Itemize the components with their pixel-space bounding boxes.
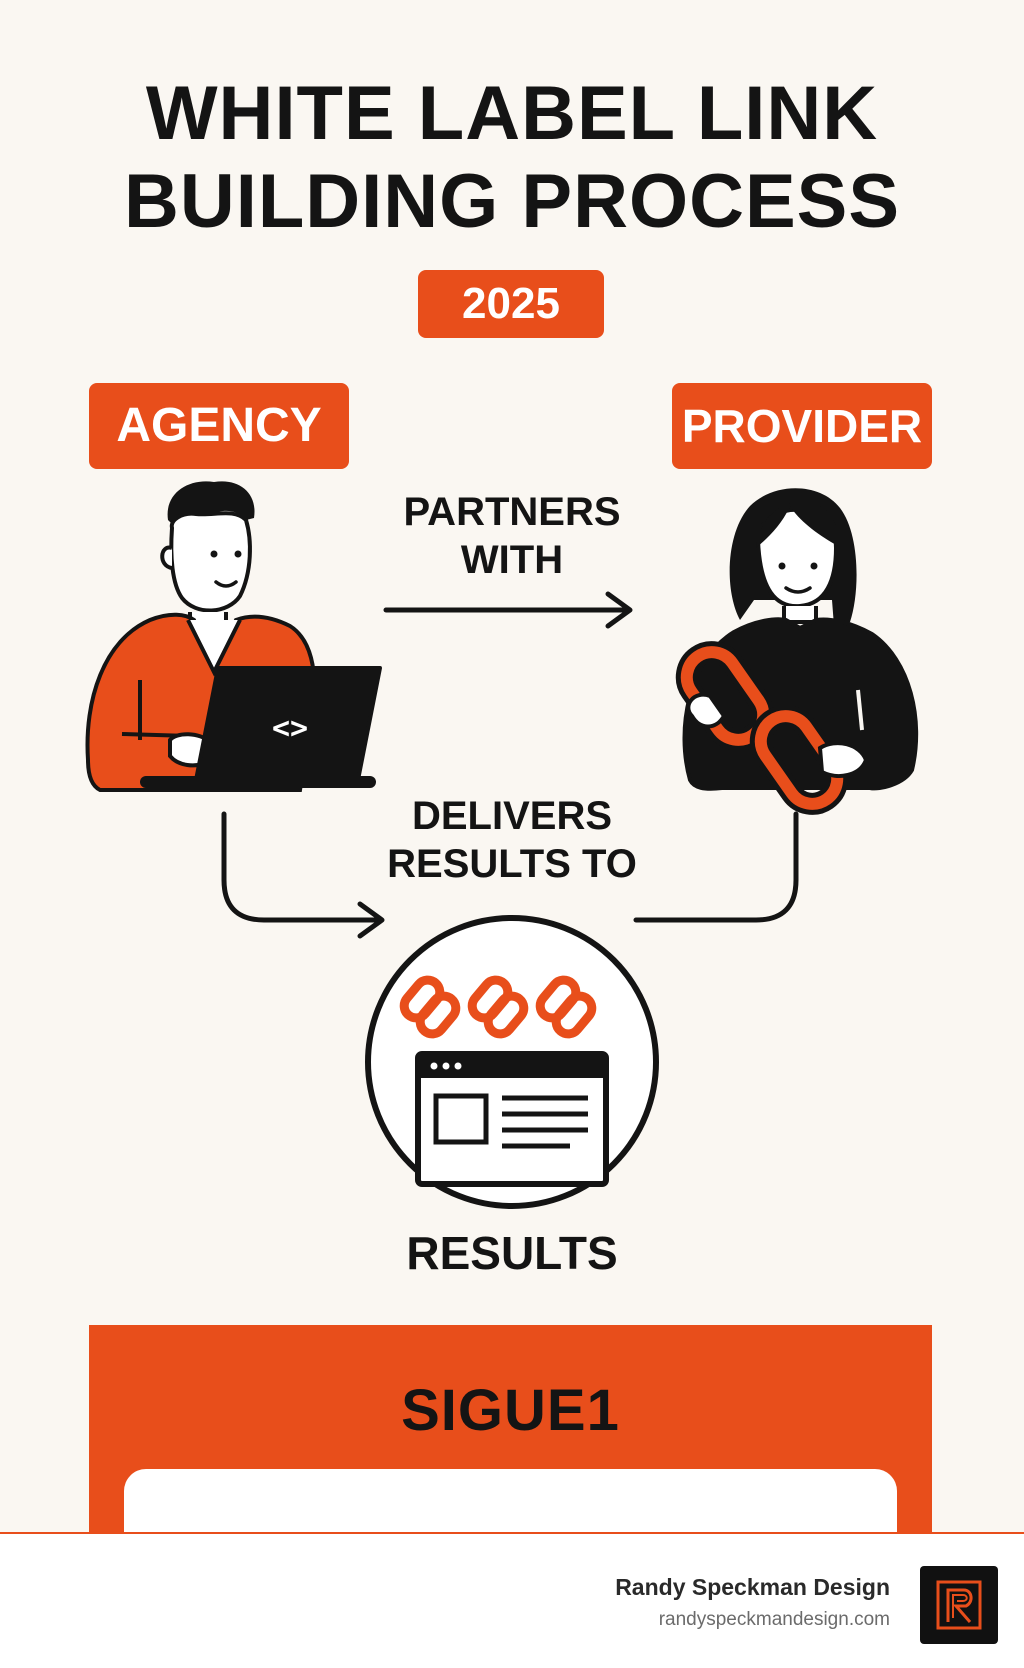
brand-name: Randy Speckman Design xyxy=(615,1574,890,1600)
delivers-line-1: DELIVERS xyxy=(411,794,613,838)
results-label: RESULTS xyxy=(406,1227,618,1279)
link-icon xyxy=(467,975,529,1039)
page-title: WHITE LABEL LINK BUILDING PROCESS xyxy=(0,70,1024,246)
year-badge: 2025 xyxy=(418,270,604,338)
provider-badge: PROVIDER xyxy=(672,383,932,469)
footer: Randy Speckman Design randyspeckmandesig… xyxy=(0,1532,1024,1668)
provider-to-results-connector xyxy=(633,811,799,923)
title-line-1: WHITE LABEL LINK xyxy=(145,71,879,156)
process-illustration: <> xyxy=(85,481,919,1209)
svg-text:<>: <> xyxy=(272,711,308,746)
brand-logo-icon xyxy=(920,1566,998,1644)
partners-with-label: PARTNERS WITH xyxy=(370,488,654,584)
cta-panel: SIGUE1 xyxy=(89,1325,932,1549)
panel-title: SIGUE1 xyxy=(401,1378,620,1443)
title-line-2: BUILDING PROCESS xyxy=(123,159,901,244)
partners-line-2: WITH xyxy=(460,538,564,582)
browser-window-icon xyxy=(415,1051,609,1187)
delivers-results-label: DELIVERS RESULTS TO xyxy=(360,792,664,888)
provider-person-illustration xyxy=(675,488,919,815)
link-icon xyxy=(535,975,597,1039)
results-circle xyxy=(365,915,659,1209)
agency-person-illustration: <> xyxy=(85,481,382,792)
link-icon xyxy=(399,975,461,1039)
partners-line-1: PARTNERS xyxy=(403,490,621,534)
agency-badge: AGENCY xyxy=(89,383,349,469)
agency-to-results-arrow xyxy=(221,811,385,939)
partners-arrow xyxy=(383,591,633,629)
brand-url[interactable]: randyspeckmandesign.com xyxy=(658,1609,890,1630)
delivers-line-2: RESULTS TO xyxy=(387,842,637,886)
